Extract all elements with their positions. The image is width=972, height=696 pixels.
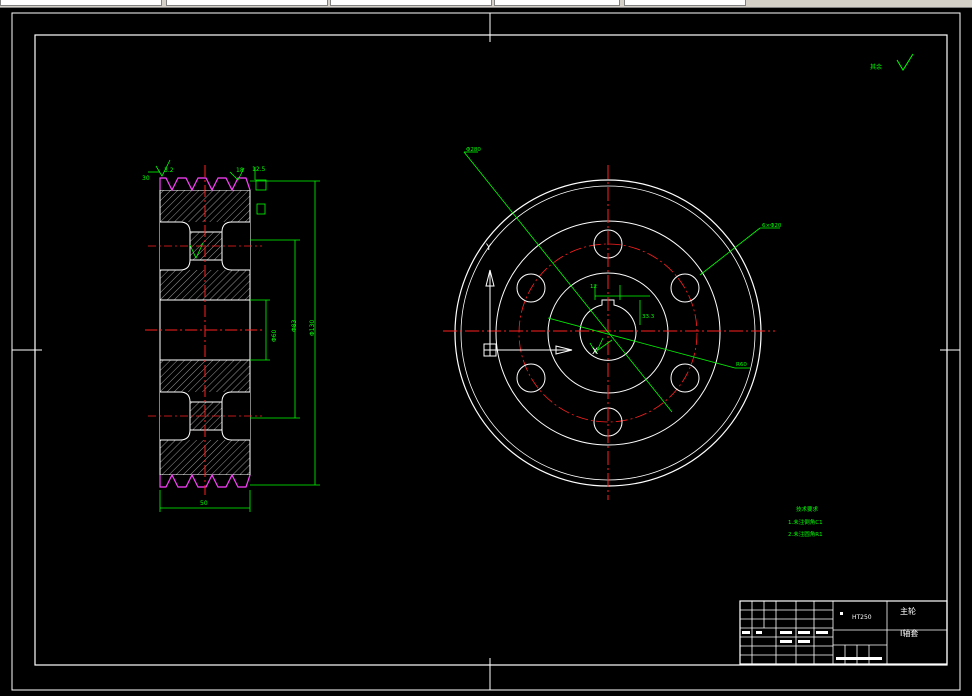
bore-with-keyway xyxy=(579,299,637,361)
technical-requirements: 技术要求 1.未注倒角C1 2.未注圆角R1 xyxy=(788,505,823,538)
svg-text:Ⅰ轴套: Ⅰ轴套 xyxy=(900,628,918,638)
color-dropdown[interactable] xyxy=(166,0,328,6)
svg-text:3.2: 3.2 xyxy=(164,167,174,174)
v-grooves-top xyxy=(159,177,251,192)
svg-text:R60: R60 xyxy=(736,362,747,368)
lineweight-dropdown[interactable] xyxy=(494,0,620,6)
front-view-dimensions xyxy=(148,159,320,512)
pulley-side-view xyxy=(443,165,775,500)
ucs-axis-labels: Y X xyxy=(485,243,598,357)
svg-text:1.未注倒角C1: 1.未注倒角C1 xyxy=(788,518,823,526)
svg-text:12.5: 12.5 xyxy=(252,166,266,173)
title-block-text: HT250 主轮 Ⅰ轴套 xyxy=(852,606,918,638)
bolt-pitch-circle xyxy=(518,243,698,423)
svg-text:HT250: HT250 xyxy=(852,614,872,621)
svg-text:技术要求: 技术要求 xyxy=(796,505,819,513)
svg-text:其余: 其余 xyxy=(870,63,882,71)
svg-text:2.未注圆角R1: 2.未注圆角R1 xyxy=(788,530,823,538)
svg-text:Y: Y xyxy=(485,243,492,253)
toolbar-strip xyxy=(0,0,972,8)
svg-text:Φ60: Φ60 xyxy=(271,329,278,342)
svg-text:33.3: 33.3 xyxy=(642,314,655,320)
svg-text:Φ130: Φ130 xyxy=(309,320,316,336)
roughness-symbol-general: 其余 xyxy=(870,53,914,71)
svg-text:30: 30 xyxy=(142,175,150,182)
ucs-icon xyxy=(483,269,573,357)
front-view-dimension-labels: 3.2 12.5 18 30 Φ60 Φ83 Φ130 50 xyxy=(142,166,316,507)
svg-text:Φ83: Φ83 xyxy=(291,319,298,332)
plotstyle-dropdown[interactable] xyxy=(624,0,746,6)
side-view-dimension-labels: Φ280 6×Φ20 12 33.3 R60 xyxy=(466,147,782,368)
svg-text:18: 18 xyxy=(236,167,244,174)
linetype-dropdown[interactable] xyxy=(330,0,492,6)
svg-text:6×Φ20: 6×Φ20 xyxy=(762,223,782,229)
title-block xyxy=(739,600,948,665)
svg-text:X: X xyxy=(592,347,598,357)
centering-marks xyxy=(12,13,960,690)
layer-dropdown[interactable] xyxy=(0,0,162,6)
pulley-section-view xyxy=(145,165,262,495)
side-view-dimensions xyxy=(463,151,780,413)
title-block-fill-marks xyxy=(742,612,882,660)
svg-text:12: 12 xyxy=(590,284,597,290)
svg-text:主轮: 主轮 xyxy=(900,606,916,616)
svg-text:50: 50 xyxy=(200,500,208,507)
svg-text:Φ280: Φ280 xyxy=(466,147,481,153)
outer-frame xyxy=(11,12,961,691)
